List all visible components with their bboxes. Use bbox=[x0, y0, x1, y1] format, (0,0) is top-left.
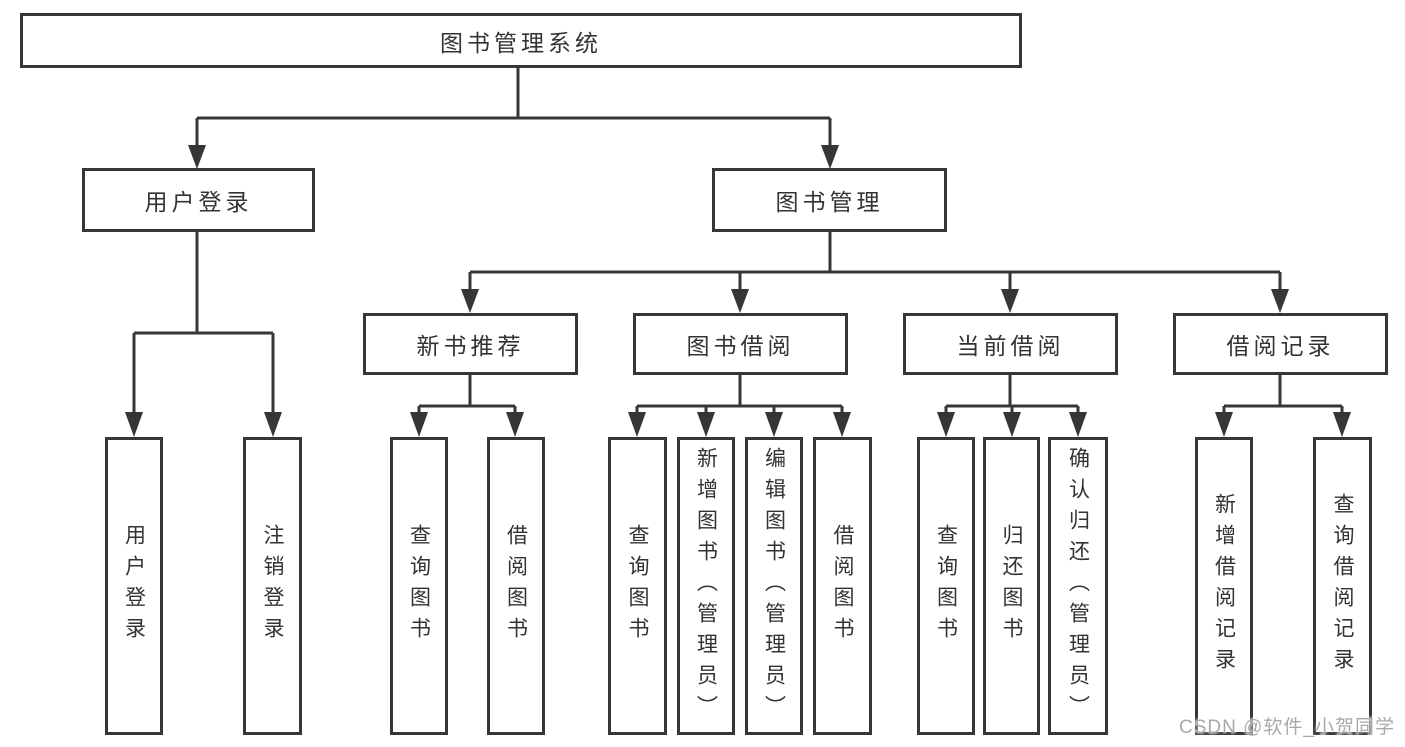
arrowheads-user-login-leaves bbox=[125, 412, 282, 437]
leaf-borrow-books: 借阅图书 bbox=[487, 437, 545, 735]
leaf-label: 注销登录 bbox=[261, 524, 284, 648]
node-label: 用户登录 bbox=[144, 189, 253, 215]
node-label: 图书管理 bbox=[775, 189, 884, 215]
connector-root-to-level2 bbox=[195, 68, 832, 147]
arrowheads-new-rec-leaves bbox=[410, 412, 524, 437]
leaf-query-books: 查询图书 bbox=[608, 437, 667, 735]
node-current-borrow: 当前借阅 bbox=[903, 313, 1118, 375]
leaf-logout: 注销登录 bbox=[243, 437, 302, 735]
leaf-label: 新增借阅记录 bbox=[1212, 493, 1236, 679]
node-new-book-recommend: 新书推荐 bbox=[363, 313, 578, 375]
node-label: 新书推荐 bbox=[416, 333, 525, 359]
leaf-user-login: 用户登录 bbox=[105, 437, 163, 735]
leaf-label: 借阅图书 bbox=[504, 524, 528, 648]
leaf-query-books: 查询图书 bbox=[917, 437, 975, 735]
arrowheads-borrow-leaves bbox=[628, 412, 851, 437]
connector-new-rec-to-leaves bbox=[417, 375, 517, 414]
connector-borrow-to-leaves bbox=[635, 375, 844, 414]
leaf-label: 查询图书 bbox=[934, 524, 958, 648]
node-book-management-system: 图书管理系统 bbox=[20, 13, 1022, 68]
connector-records-to-leaves bbox=[1222, 375, 1344, 414]
leaf-confirm-return-admin: 确认归还（管理员） bbox=[1048, 437, 1108, 735]
node-label: 图书借阅 bbox=[686, 333, 795, 359]
leaf-query-books: 查询图书 bbox=[390, 437, 448, 735]
arrowheads-current-leaves bbox=[937, 412, 1087, 437]
leaf-label: 查询图书 bbox=[626, 524, 649, 648]
leaf-label: 确认归还（管理员） bbox=[1066, 446, 1090, 726]
arrowheads-records-leaves bbox=[1215, 412, 1351, 437]
csdn-watermark: CSDN @软件_小贺同学 bbox=[1179, 717, 1395, 738]
leaf-add-borrow-record: 新增借阅记录 bbox=[1195, 437, 1253, 735]
leaf-label: 归还图书 bbox=[1000, 524, 1023, 648]
leaf-query-borrow-record: 查询借阅记录 bbox=[1313, 437, 1372, 735]
leaf-label: 新增图书（管理员） bbox=[694, 446, 718, 726]
node-borrow-records: 借阅记录 bbox=[1173, 313, 1388, 375]
node-book-management: 图书管理 bbox=[712, 168, 947, 232]
connector-user-login-to-leaves bbox=[132, 232, 275, 414]
node-user-login: 用户登录 bbox=[82, 168, 315, 232]
connector-current-to-leaves bbox=[944, 375, 1080, 414]
leaf-label: 借阅图书 bbox=[831, 524, 854, 648]
node-label: 图书管理系统 bbox=[440, 29, 602, 56]
leaf-edit-books-admin: 编辑图书（管理员） bbox=[745, 437, 803, 735]
leaf-label: 查询借阅记录 bbox=[1331, 493, 1354, 679]
node-label: 当前借阅 bbox=[956, 333, 1065, 359]
leaf-label: 用户登录 bbox=[122, 524, 146, 648]
leaf-label: 编辑图书（管理员） bbox=[762, 446, 786, 726]
leaf-label: 查询图书 bbox=[407, 524, 431, 648]
node-label: 借阅记录 bbox=[1226, 333, 1335, 359]
leaf-return-books: 归还图书 bbox=[983, 437, 1040, 735]
arrowheads-level2 bbox=[188, 145, 839, 169]
arrowheads-level3 bbox=[461, 289, 1289, 313]
connector-book-mgmt-to-level3 bbox=[468, 232, 1282, 291]
leaf-borrow-books: 借阅图书 bbox=[813, 437, 872, 735]
leaf-add-books-admin: 新增图书（管理员） bbox=[677, 437, 735, 735]
node-book-borrow: 图书借阅 bbox=[633, 313, 848, 375]
